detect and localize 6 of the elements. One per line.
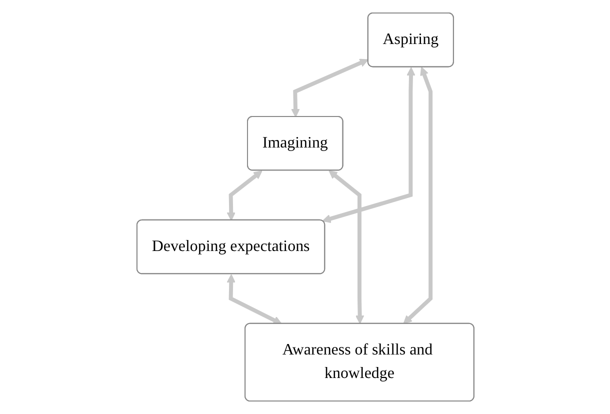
arrow [328, 170, 364, 324]
arrow [402, 66, 432, 324]
arrow [226, 274, 282, 324]
arrow [290, 58, 368, 118]
arrow [226, 170, 262, 221]
arrow [322, 67, 415, 223]
